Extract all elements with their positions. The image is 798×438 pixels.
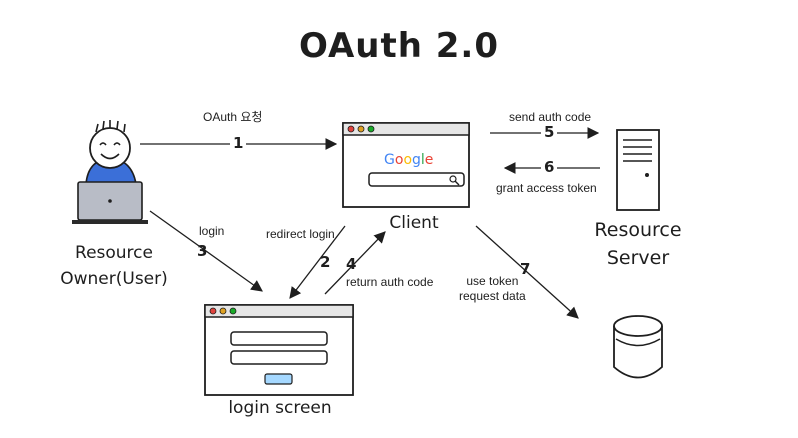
login-dot-green (229, 307, 237, 315)
resource-owner-caption: Resource Owner(User) (60, 243, 168, 289)
google-logo-text: Google (384, 152, 433, 168)
client-caption: Client (389, 213, 439, 233)
step-6-label: grant access token (496, 181, 597, 195)
login-dot-red (209, 307, 217, 315)
logo-letter-0: G (384, 152, 395, 168)
step-7-number: 7 (520, 260, 531, 278)
server-icon (616, 129, 660, 211)
step-4-label: return auth code (346, 275, 434, 289)
search-box (368, 172, 465, 187)
username-field (230, 331, 328, 346)
login-dot-yellow (219, 307, 227, 315)
login-window-titlebar (204, 304, 354, 318)
logo-letter-1: o (395, 152, 404, 168)
logo-letter-5: e (425, 152, 434, 168)
database-icon (613, 315, 663, 379)
client-dot-red (347, 125, 355, 133)
step-1-label: OAuth 요청 (203, 110, 263, 124)
resource-server-caption: Resource Server (594, 219, 682, 269)
step-5-number: 5 (541, 123, 558, 141)
step-7-label: use token request data (459, 274, 526, 303)
client-dot-yellow (357, 125, 365, 133)
login-screen-caption: login screen (228, 398, 332, 418)
step-1-number: 1 (230, 134, 247, 152)
password-field (230, 350, 328, 365)
search-icon (449, 175, 457, 183)
logo-letter-4: l (421, 152, 425, 168)
step-3-number: 3 (197, 242, 208, 260)
laptop-icon (72, 181, 148, 224)
client-browser-window: Google (342, 122, 470, 208)
diagram-title: OAuth 2.0 (298, 26, 500, 66)
arrow-step-7 (475, 225, 579, 319)
step-4-number: 4 (346, 255, 357, 273)
step-3-label: login (199, 224, 225, 238)
arrow-step-2 (289, 225, 346, 299)
login-screen-window (204, 304, 354, 396)
client-dot-green (367, 125, 375, 133)
step-5-label: send auth code (509, 110, 592, 124)
arrow-step-4 (324, 231, 386, 295)
arrow-step-3 (149, 210, 263, 292)
step-6-number: 6 (541, 158, 558, 176)
logo-letter-3: g (412, 152, 421, 168)
step-2-label: redirect login (266, 227, 335, 241)
client-window-titlebar (342, 122, 470, 136)
user-icon (85, 120, 137, 185)
login-submit-button (264, 373, 293, 385)
step-2-number: 2 (320, 253, 331, 271)
logo-letter-2: o (403, 152, 412, 168)
